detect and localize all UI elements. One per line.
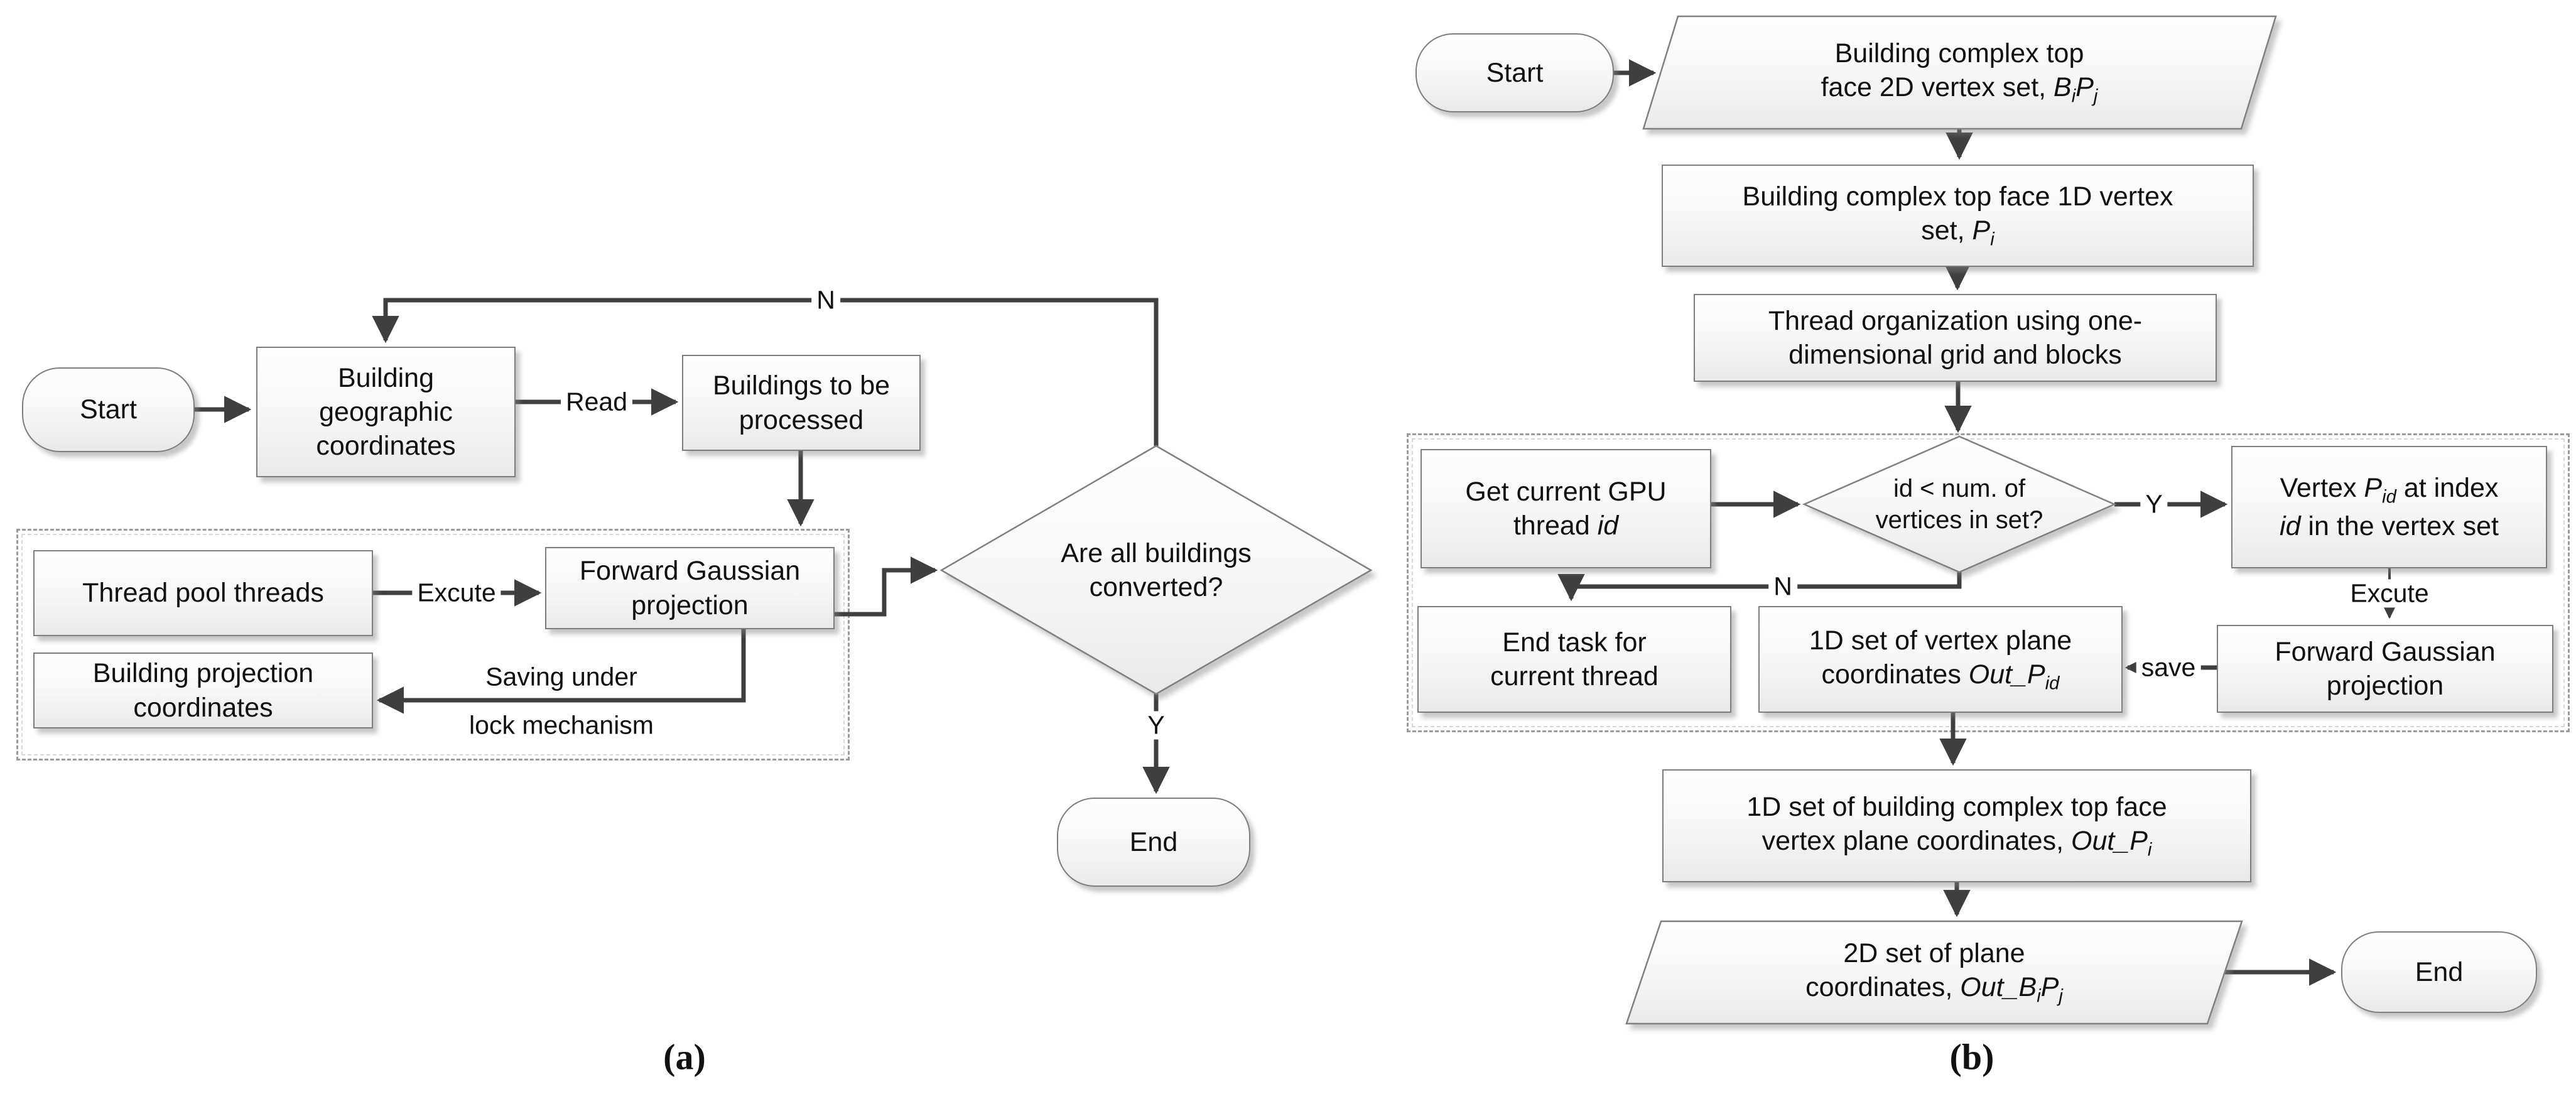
node-b-thread-organization: Thread organization using one-dimensiona… <box>1694 294 2217 382</box>
io-b-input2d-shape <box>1642 15 2277 130</box>
node-a-start-label: Start <box>80 394 137 425</box>
io-b-outbipj-shape <box>1625 920 2243 1025</box>
decision-a-shape <box>939 445 1373 695</box>
subprocess-container-a <box>16 529 850 761</box>
edge-label-b-excute: Excute <box>2345 579 2434 608</box>
node-a-end: End <box>1057 798 1250 887</box>
edge-label-b-n: N <box>1768 572 1797 601</box>
node-a-thread-pool: Thread pool threads <box>33 550 373 636</box>
node-a-thread-pool-label: Thread pool threads <box>82 578 324 609</box>
edge-a-loop-n <box>372 298 1159 446</box>
edge-a-fgp-to-proj <box>376 629 746 714</box>
edge-a-fgp-to-decision <box>835 556 938 617</box>
node-b-end-label: End <box>2415 956 2464 987</box>
node-b-start-label: Start <box>1486 57 1544 88</box>
decision-b-shape <box>1802 435 2117 573</box>
edge-label-a-y: Y <box>1142 711 1170 740</box>
edge-label-b-save: save <box>2136 653 2201 682</box>
node-a-end-label: End <box>1129 826 1178 857</box>
node-b-end: End <box>2341 931 2537 1013</box>
edge-label-a-excute: Excute <box>412 578 501 607</box>
edge-label-a-read: Read <box>560 387 633 416</box>
edge-label-b-y: Y <box>2140 490 2168 519</box>
edge-label-a-n: N <box>811 286 840 315</box>
node-b-thread-organization-label: Thread organization using one-dimensiona… <box>1768 305 2143 370</box>
subprocess-container-b <box>1407 433 2570 732</box>
edge-label-a-saving-line2: lock mechanism <box>469 710 654 740</box>
edge-label-a-saving-line1: Saving under <box>485 662 637 691</box>
caption-a: (a) <box>663 1036 706 1078</box>
node-b-start: Start <box>1415 33 1614 112</box>
edge-b-decision-n <box>1557 572 1962 602</box>
caption-b: (b) <box>1949 1036 1994 1078</box>
node-a-start: Start <box>22 367 195 452</box>
